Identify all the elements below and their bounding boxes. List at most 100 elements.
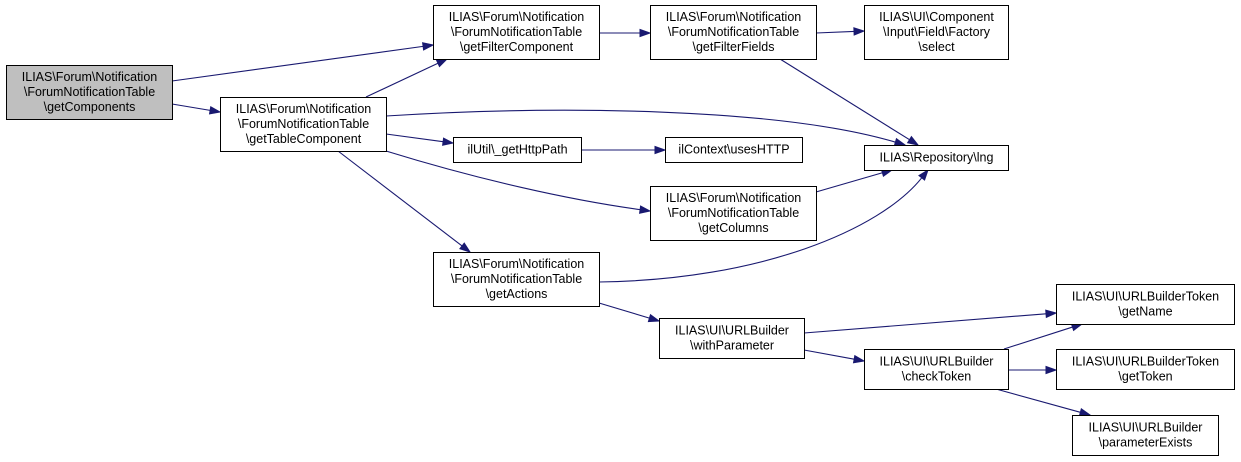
arrowhead	[647, 313, 661, 323]
edge-withParameter-to-getName	[803, 309, 1058, 334]
edge-getTableComponent-to-getActions	[337, 150, 472, 253]
node-label-line: \Input\Field\Factory	[883, 25, 991, 39]
node-box[interactable]	[433, 252, 600, 307]
node-getActions[interactable]: ILIAS\Forum\Notification\ForumNotificati…	[433, 252, 600, 307]
node-box[interactable]	[6, 65, 173, 120]
edge-checkToken-to-getToken	[1008, 365, 1058, 375]
edge-getFilterFields-to-select	[815, 27, 866, 36]
node-label-line: \getFilterFields	[693, 40, 775, 54]
node-usesHTTP[interactable]: ilContext\usesHTTP	[665, 137, 803, 163]
edges-layer	[171, 27, 1092, 417]
node-box[interactable]	[665, 137, 803, 163]
edge-line	[598, 302, 650, 319]
node-label-line: \getActions	[486, 287, 548, 301]
node-label-line: ilUtil\_getHttpPath	[467, 143, 567, 157]
node-label-line: ilContext\usesHTTP	[678, 143, 789, 157]
edge-line	[385, 109, 896, 143]
node-getToken[interactable]: ILIAS\UI\URLBuilderToken\getToken	[1056, 349, 1235, 390]
node-label-line: \ForumNotificationTable	[668, 206, 799, 220]
node-box[interactable]	[220, 97, 387, 152]
edge-checkToken-to-parameterExists	[995, 388, 1092, 417]
edge-getFilterComponent-to-getFilterFields	[599, 28, 652, 38]
arrowhead	[1078, 408, 1092, 417]
node-label-line: ILIAS\Forum\Notification	[449, 10, 585, 24]
node-label-line: \ForumNotificationTable	[451, 25, 582, 39]
edge-getTableComponent-to-getFilterComponent	[365, 58, 449, 98]
node-label-line: \ForumNotificationTable	[24, 85, 155, 99]
node-label-line: ILIAS\UI\URLBuilder	[675, 324, 789, 338]
arrowhead	[208, 106, 222, 115]
node-getHttpPath[interactable]: ilUtil\_getHttpPath	[453, 137, 582, 163]
arrowhead	[853, 27, 866, 36]
node-checkToken[interactable]: ILIAS\UI\URLBuilder\checkToken	[864, 349, 1009, 390]
arrowhead	[459, 242, 472, 253]
node-label-line: ILIAS\Forum\Notification	[666, 191, 802, 205]
node-getColumns[interactable]: ILIAS\Forum\Notification\ForumNotificati…	[650, 186, 817, 241]
node-getName[interactable]: ILIAS\UI\URLBuilderToken\getName	[1056, 284, 1235, 325]
node-box[interactable]	[864, 145, 1009, 171]
edge-line	[385, 133, 444, 143]
node-box[interactable]	[433, 5, 600, 60]
node-label-line: ILIAS\Repository\lng	[880, 151, 994, 165]
node-box[interactable]	[864, 349, 1009, 390]
node-label-line: \getComponents	[44, 100, 136, 114]
edge-checkToken-to-getName	[1003, 323, 1084, 350]
edge-getComponents-to-getTableComponent	[171, 103, 222, 115]
node-getComponents[interactable]: ILIAS\Forum\Notification\ForumNotificati…	[6, 65, 173, 120]
arrowhead	[435, 58, 449, 68]
node-label-line: \ForumNotificationTable	[451, 272, 582, 286]
node-label-line: ILIAS\UI\URLBuilderToken	[1072, 355, 1219, 369]
edge-getTableComponent-to-getColumns	[385, 150, 652, 214]
node-box[interactable]	[1072, 415, 1219, 456]
arrowhead	[639, 28, 652, 38]
node-label-line: \getFilterComponent	[460, 40, 574, 54]
edge-getTableComponent-to-getHttpPath	[385, 133, 455, 146]
node-lng[interactable]: ILIAS\Repository\lng	[864, 145, 1009, 171]
edge-withParameter-to-checkToken	[803, 349, 866, 364]
node-label-line: \getName	[1118, 305, 1172, 319]
edge-line	[337, 150, 463, 247]
arrowhead	[893, 137, 907, 147]
node-box[interactable]	[650, 186, 817, 241]
node-select[interactable]: ILIAS\UI\Component\Input\Field\Factory\s…	[864, 5, 1009, 60]
node-getTableComponent[interactable]: ILIAS\Forum\Notification\ForumNotificati…	[220, 97, 387, 152]
edge-line	[995, 388, 1081, 413]
edge-line	[1003, 326, 1073, 350]
edge-line	[815, 30, 855, 34]
arrowhead	[918, 168, 929, 181]
node-label-line: ILIAS\UI\URLBuilderToken	[1072, 290, 1219, 304]
edge-line	[171, 45, 424, 82]
node-parameterExists[interactable]: ILIAS\UI\URLBuilder\parameterExists	[1072, 415, 1219, 456]
node-label-line: ILIAS\Forum\Notification	[666, 10, 802, 24]
node-box[interactable]	[453, 137, 582, 163]
node-label-line: \withParameter	[690, 339, 774, 353]
edge-line	[365, 62, 439, 98]
node-getFilterFields[interactable]: ILIAS\Forum\Notification\ForumNotificati…	[650, 5, 817, 60]
node-withParameter[interactable]: ILIAS\UI\URLBuilder\withParameter	[659, 318, 805, 359]
node-getFilterComponent[interactable]: ILIAS\Forum\Notification\ForumNotificati…	[433, 5, 600, 60]
edge-getFilterFields-to-lng	[779, 58, 920, 146]
node-label-line: \checkToken	[902, 370, 972, 384]
node-box[interactable]	[659, 318, 805, 359]
node-label-line: \ForumNotificationTable	[238, 117, 369, 131]
node-box[interactable]	[1056, 284, 1235, 325]
edge-line	[598, 177, 923, 283]
edge-getActions-to-lng	[598, 168, 929, 283]
arrowhead	[654, 145, 667, 155]
node-label-line: ILIAS\Forum\Notification	[449, 257, 585, 271]
node-box[interactable]	[864, 5, 1009, 60]
node-box[interactable]	[1056, 349, 1235, 390]
arrowhead	[852, 354, 866, 364]
arrowhead	[1045, 309, 1058, 319]
edge-line	[171, 103, 211, 111]
arrowhead	[442, 137, 455, 146]
node-label-line: ILIAS\UI\URLBuilder	[880, 355, 994, 369]
arrowhead	[422, 42, 435, 51]
edge-getComponents-to-getFilterComponent	[171, 42, 435, 82]
arrowhead	[1045, 365, 1058, 375]
edge-line	[385, 150, 641, 211]
edge-line	[815, 172, 883, 193]
node-label-line: ILIAS\Forum\Notification	[236, 102, 372, 116]
node-box[interactable]	[650, 5, 817, 60]
edge-line	[803, 313, 1047, 334]
